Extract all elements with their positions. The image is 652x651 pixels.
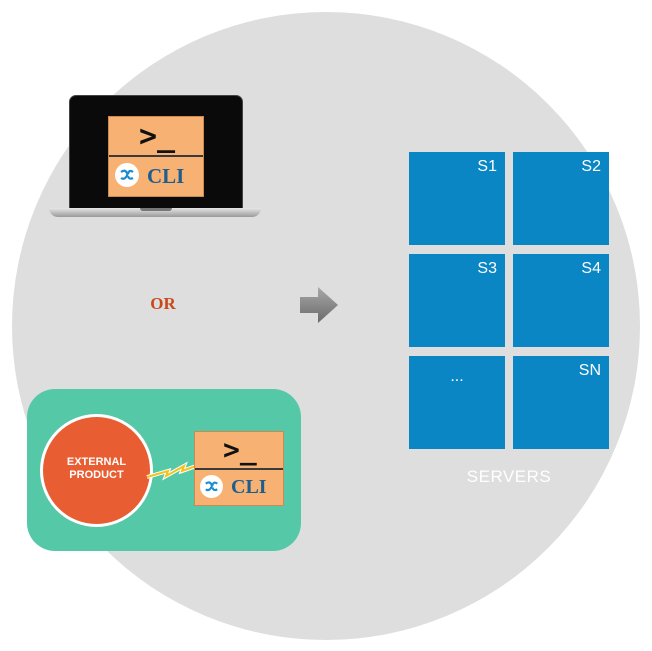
server-label: S1 bbox=[477, 158, 497, 175]
laptop-cli-prompt: >_ bbox=[139, 119, 176, 154]
laptop-cli-divider bbox=[109, 155, 203, 157]
server-label: S2 bbox=[581, 158, 601, 175]
external-product-circle bbox=[40, 414, 153, 527]
cli-logo-icon bbox=[200, 475, 223, 498]
server-label: S4 bbox=[581, 260, 601, 277]
external-cli-label: CLI bbox=[231, 476, 267, 498]
server-label: S3 bbox=[477, 260, 497, 277]
server-tile: SN bbox=[513, 356, 609, 449]
external-cli-prompt: >_ bbox=[223, 433, 257, 466]
servers-caption: SERVERS bbox=[466, 467, 552, 486]
server-tile: S3 bbox=[409, 254, 505, 347]
lightning-bolt-icon bbox=[146, 461, 203, 481]
external-label-line1: EXTERNAL bbox=[66, 456, 127, 468]
cli-logo-icon bbox=[115, 163, 139, 187]
server-label: SN bbox=[578, 362, 601, 379]
external-cli-divider bbox=[195, 468, 283, 470]
laptop-base bbox=[49, 208, 261, 217]
laptop-icon: >_ CLI bbox=[69, 95, 243, 212]
laptop-cli-label: CLI bbox=[147, 164, 185, 188]
server-tile: S2 bbox=[513, 152, 609, 245]
external-product-label: EXTERNAL PRODUCT bbox=[40, 456, 153, 482]
server-label: ... bbox=[450, 368, 464, 385]
external-cli-tile: >_ CLI bbox=[194, 431, 284, 506]
external-label-line2: PRODUCT bbox=[69, 469, 124, 481]
laptop-notch bbox=[140, 208, 172, 211]
server-tile: S1 bbox=[409, 152, 505, 245]
server-tile: ... bbox=[409, 356, 505, 449]
laptop-cli-tile: >_ CLI bbox=[108, 116, 204, 197]
server-tile: S4 bbox=[513, 254, 609, 347]
arrow-right-icon bbox=[300, 287, 338, 323]
or-label: OR bbox=[150, 294, 176, 313]
